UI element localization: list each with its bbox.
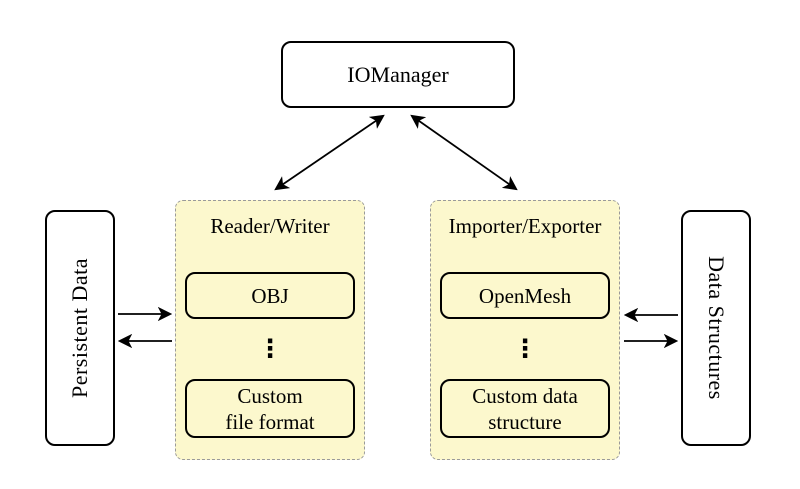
arrow-iomanager-importerexporter [410, 114, 518, 191]
openmesh-label: OpenMesh [478, 283, 572, 308]
vertical-ellipsis-icon: ⋮ [257, 333, 283, 363]
persistent-data-box: Persistent Data [45, 210, 115, 446]
data-structures-box: Data Structures [681, 210, 751, 446]
obj-label: OBJ [251, 283, 289, 308]
custom-data-structure-line1: Custom data [472, 383, 578, 408]
persistent-data-label: Persistent Data [67, 257, 92, 399]
reader-writer-title: Reader/Writer [210, 214, 330, 238]
custom-data-structure-box: Custom data structure [440, 379, 610, 438]
iomanager-box: IOManager [281, 41, 515, 108]
custom-file-format-line1: Custom [237, 383, 303, 408]
openmesh-box: OpenMesh [440, 272, 610, 319]
obj-box: OBJ [185, 272, 355, 319]
reader-writer-panel: Reader/Writer OBJ ⋮ Custom file format [175, 200, 365, 460]
custom-data-structure-line2: structure [488, 409, 562, 434]
vertical-ellipsis-icon: ⋮ [512, 333, 538, 363]
custom-file-format-box: Custom file format [185, 379, 355, 438]
data-structures-label: Data Structures [704, 256, 730, 400]
importer-exporter-panel: Importer/Exporter OpenMesh ⋮ Custom data… [430, 200, 620, 460]
iomanager-label: IOManager [347, 61, 449, 87]
importer-exporter-title: Importer/Exporter [448, 214, 602, 238]
custom-file-format-line2: file format [225, 409, 315, 434]
arrow-iomanager-readerwriter [274, 114, 385, 191]
